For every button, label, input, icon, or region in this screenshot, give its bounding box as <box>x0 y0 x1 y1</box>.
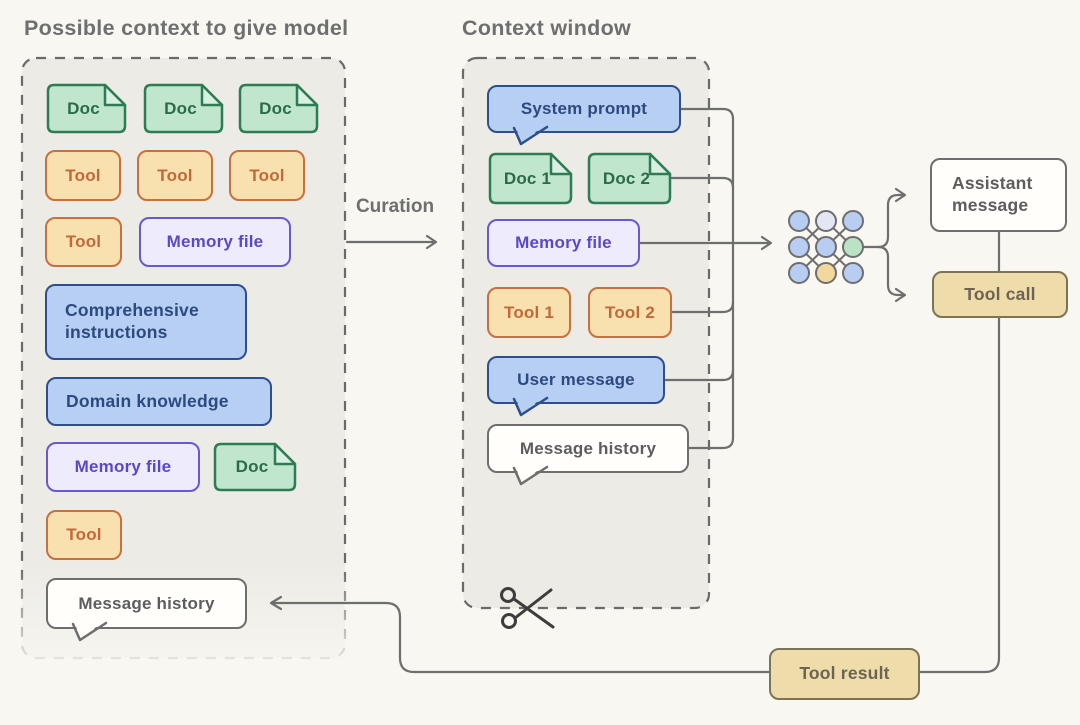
tool-item: Tool 2 <box>588 287 672 338</box>
memory-file-label: Memory file <box>515 233 612 253</box>
doc-icon <box>46 83 127 134</box>
domain-knowledge-item: Domain knowledge <box>46 377 272 426</box>
tool-label: Tool <box>66 525 102 545</box>
memory-file-item: Memory file <box>46 442 200 492</box>
comprehensive-instructions-label: Comprehensive instructions <box>65 300 199 342</box>
bubble-tail <box>71 619 108 642</box>
context-window-title: Context window <box>462 16 632 40</box>
left-panel-title: Possible context to give model <box>24 16 349 40</box>
model-network-icon <box>788 210 864 284</box>
system-prompt-bubble: System prompt <box>487 85 681 146</box>
tool-item: Tool <box>45 150 121 201</box>
curation-label: Curation <box>355 196 435 217</box>
message-history-bubble: Message history <box>46 578 247 642</box>
assistant-message-box: Assistant message <box>930 158 1067 232</box>
doc-item: Doc <box>143 83 224 134</box>
doc-icon <box>213 442 297 492</box>
tool-result-label: Tool result <box>799 663 890 684</box>
doc-icon <box>488 152 573 205</box>
doc-label: Doc 2 <box>602 168 651 188</box>
bubble-tail <box>512 123 549 146</box>
message-history-bubble: Message history <box>487 424 689 486</box>
tool-call-box: Tool call <box>932 271 1068 318</box>
curation-arrow <box>345 234 438 250</box>
memory-file-item: Memory file <box>139 217 291 267</box>
tool-result-loop-connector <box>269 316 1001 674</box>
tool-item: Tool <box>46 510 122 560</box>
system-prompt-label: System prompt <box>520 99 648 119</box>
tool-item: Tool <box>137 150 213 201</box>
memory-file-label: Memory file <box>166 232 264 252</box>
tool-item: Tool 1 <box>487 287 571 338</box>
doc-label: Doc <box>164 98 197 118</box>
tool-call-label: Tool call <box>964 283 1036 304</box>
tool-label: Tool <box>249 165 285 185</box>
memory-file-label: Memory file <box>74 457 172 477</box>
bubble-tail <box>512 394 549 417</box>
tool-item: Tool <box>45 217 122 267</box>
tool-label: Tool <box>157 165 193 185</box>
doc-label: Doc <box>235 457 269 476</box>
doc-item: Doc <box>213 442 297 492</box>
tool-label: Tool 1 <box>504 302 554 322</box>
message-history-label: Message history <box>78 593 215 613</box>
comprehensive-instructions-item: Comprehensive instructions <box>45 284 247 360</box>
doc-icon <box>238 83 319 134</box>
tool-label: Tool <box>65 165 101 185</box>
tool-label: Tool 2 <box>605 302 655 322</box>
doc-label: Doc <box>259 98 292 118</box>
doc-item: Doc 2 <box>587 152 672 205</box>
bubble-tail <box>512 463 549 486</box>
doc-label: Doc <box>67 98 100 118</box>
doc-icon <box>587 152 672 205</box>
doc-item: Doc <box>46 83 127 134</box>
memory-file-item: Memory file <box>487 219 640 267</box>
context-merge-connectors <box>638 107 773 450</box>
user-message-label: User message <box>517 370 635 390</box>
domain-knowledge-label: Domain knowledge <box>66 390 229 411</box>
user-message-bubble: User message <box>487 356 665 417</box>
tool-item: Tool <box>229 150 305 201</box>
message-history-label: Message history <box>519 438 657 458</box>
scissors-icon <box>500 587 555 629</box>
doc-item: Doc <box>238 83 319 134</box>
doc-item: Doc 1 <box>488 152 573 205</box>
tool-label: Tool <box>65 232 102 252</box>
assistant-message-label: Assistant message <box>952 173 1033 215</box>
tool-result-box: Tool result <box>769 648 920 700</box>
doc-icon <box>143 83 224 134</box>
doc-label: Doc 1 <box>503 168 552 188</box>
model-output-connectors <box>862 187 907 303</box>
